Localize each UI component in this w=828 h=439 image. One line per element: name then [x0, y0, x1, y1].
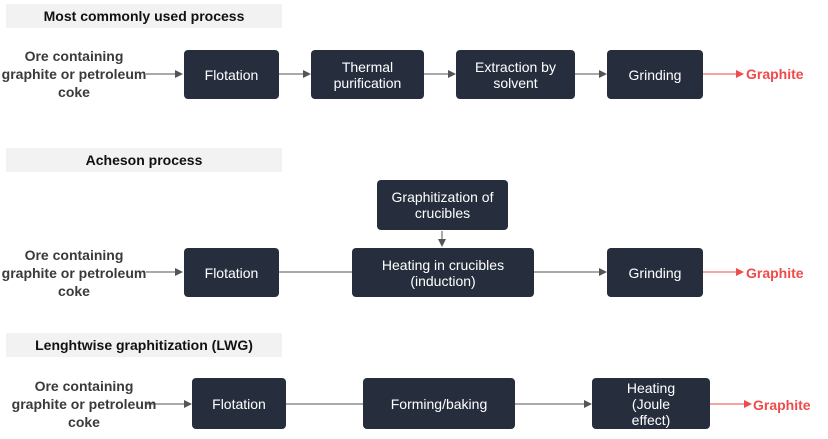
step-forming-baking: Forming/baking — [363, 378, 515, 429]
section-title-acheson: Acheson process — [6, 148, 282, 172]
step-heating-joule-effect: Heating (Joule effect) — [592, 378, 710, 429]
step-extraction-by-solvent: Extraction by solvent — [456, 50, 575, 99]
step-flotation: Flotation — [192, 378, 286, 429]
step-heating-in-crucibles: Heating in crucibles (induction) — [352, 248, 534, 297]
step-flotation: Flotation — [184, 50, 279, 99]
output-graphite: Graphite — [746, 265, 804, 281]
step-grinding: Grinding — [607, 50, 703, 99]
output-graphite: Graphite — [753, 397, 811, 413]
step-grinding: Grinding — [607, 248, 703, 297]
step-graphitization-of-crucibles: Graphitization of crucibles — [377, 180, 508, 230]
output-graphite: Graphite — [746, 66, 804, 82]
source-label: Ore containing graphite or petroleum cok… — [1, 247, 147, 299]
step-flotation: Flotation — [184, 248, 279, 297]
section-title-common: Most commonly used process — [6, 4, 282, 28]
source-label: Ore containing graphite or petroleum cok… — [11, 378, 157, 430]
source-label: Ore containing graphite or petroleum cok… — [1, 48, 147, 100]
section-title-lwg: Lenghtwise graphitization (LWG) — [6, 333, 282, 357]
step-thermal-purification: Thermal purification — [311, 50, 424, 99]
